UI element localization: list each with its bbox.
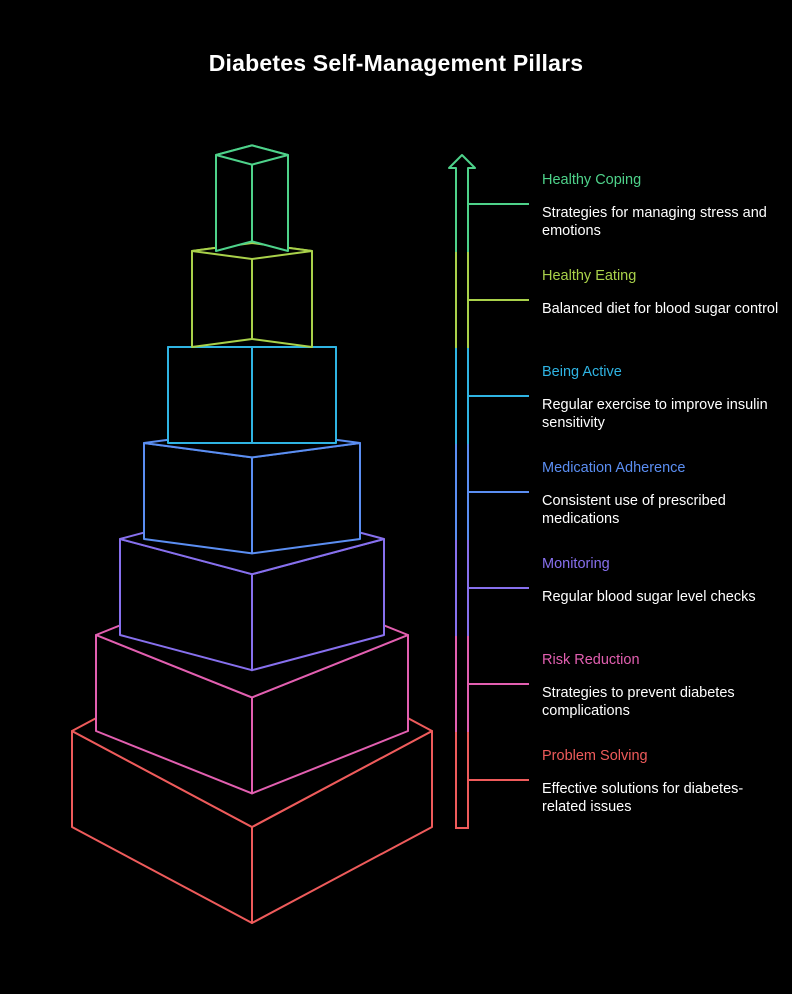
pillar-name: Problem Solving	[542, 748, 648, 764]
pillar-description: Effective solutions for diabetes-related…	[542, 781, 744, 815]
pillar-label-medication-adherence: Medication Adherence Consistent use of p…	[542, 459, 782, 528]
block-left-face	[167, 346, 253, 444]
pillar-name: Risk Reduction	[542, 652, 640, 668]
block-top-face	[215, 144, 289, 166]
arrow-head	[448, 154, 476, 252]
pillar-label-monitoring: Monitoring Regular blood sugar level che…	[542, 555, 782, 606]
pillar-description: Regular blood sugar level checks	[542, 589, 756, 605]
pillar-blocks	[71, 144, 433, 924]
pillar-description: Strategies for managing stress and emoti…	[542, 205, 767, 239]
pillar-name: Healthy Eating	[542, 268, 637, 284]
block-healthy-coping	[215, 144, 289, 252]
pillar-name: Monitoring	[542, 556, 610, 572]
bar-segment-healthy-coping	[448, 154, 529, 252]
pillar-label-healthy-coping: Healthy Coping Strategies for managing s…	[542, 171, 782, 240]
bar-segment-problem-solving	[455, 732, 529, 829]
pillar-description: Strategies to prevent diabetes complicat…	[542, 685, 735, 719]
pillar-name: Medication Adherence	[542, 460, 686, 476]
progress-arrow-bar	[448, 154, 529, 829]
block-right-face	[251, 346, 337, 444]
bar-segment-monitoring	[455, 540, 529, 636]
pillar-label-healthy-eating: Healthy Eating Balanced diet for blood s…	[542, 267, 782, 318]
pillar-label-risk-reduction: Risk Reduction Strategies to prevent dia…	[542, 651, 782, 720]
pillar-description: Balanced diet for blood sugar control	[542, 301, 779, 317]
page-title: Diabetes Self-Management Pillars	[208, 50, 584, 76]
bar-segment-risk-reduction	[455, 636, 529, 732]
bar-segment-medication-adherence	[455, 444, 529, 540]
pillar-description: Regular exercise to improve insulin sens…	[542, 397, 768, 431]
pillar-description: Consistent use of prescribed medications	[542, 493, 726, 527]
block-right-face	[251, 442, 361, 555]
bar-segment-being-active	[455, 348, 529, 444]
pillar-label-problem-solving: Problem Solving Effective solutions for …	[542, 747, 782, 816]
block-healthy-eating	[191, 242, 313, 348]
block-being-active	[167, 346, 337, 444]
block-left-face	[143, 442, 253, 555]
bar-segment-healthy-eating	[455, 252, 529, 348]
block-medication-adherence	[143, 427, 361, 555]
pillar-label-being-active: Being Active Regular exercise to improve…	[542, 363, 782, 432]
pillar-name: Being Active	[542, 364, 622, 380]
pillar-name: Healthy Coping	[542, 172, 642, 188]
